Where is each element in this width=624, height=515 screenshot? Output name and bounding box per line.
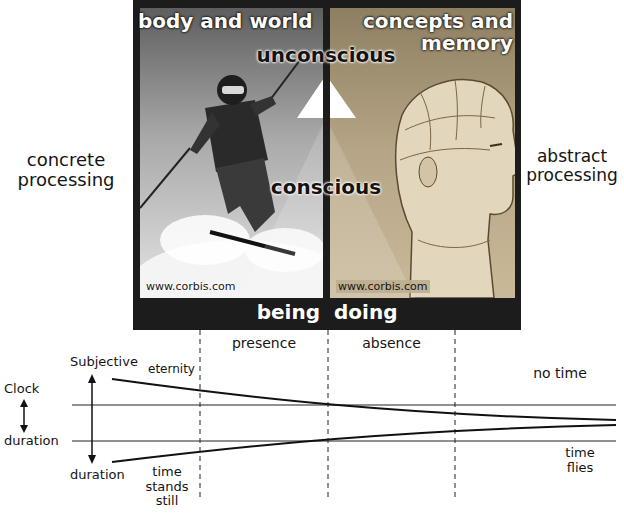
curve-label: time flies (555, 446, 605, 475)
axis-arrow (91, 380, 93, 458)
skier-helmet (217, 75, 247, 105)
arrowhead (88, 455, 96, 464)
axis-label: Clock (4, 382, 64, 397)
watermark: www.corbis.com (146, 281, 256, 293)
clock-arrow (23, 404, 25, 428)
axis-label: duration (70, 468, 136, 483)
phrenology-lines (400, 80, 495, 160)
ski-pole (140, 148, 190, 208)
skier-arm (190, 112, 220, 154)
region-label: body and world (138, 10, 323, 32)
curve-label: eternity (146, 363, 198, 376)
time-chart (20, 330, 616, 500)
skier-arm (250, 96, 276, 116)
dashed-divider (455, 330, 456, 500)
arrowhead (20, 425, 28, 433)
curve-label: time stands still (140, 465, 194, 509)
subjective-curve (112, 379, 616, 420)
curve-label: no time (515, 366, 605, 382)
skier-legs (216, 158, 275, 232)
label-patch: eternity (146, 362, 197, 376)
level-label: unconscious (241, 44, 411, 66)
mode-label: being (200, 301, 320, 323)
ear (419, 157, 437, 187)
arrowhead (88, 374, 96, 383)
eye (490, 144, 502, 146)
head-profile (396, 80, 515, 298)
clock-band-line (72, 441, 616, 442)
label-patch: www.corbis.com (336, 280, 430, 293)
axis-label: duration (4, 434, 66, 449)
zone-label: absence (330, 336, 453, 352)
side-label: concrete processing (2, 150, 130, 190)
dashed-divider (200, 330, 201, 500)
dashed-divider (328, 330, 329, 500)
skier-goggles (222, 86, 244, 94)
neck-line (418, 240, 490, 248)
zone-label: presence (202, 336, 326, 352)
mode-label: doing (334, 301, 454, 323)
arrowhead (20, 399, 28, 407)
watermark: www.corbis.com (336, 281, 446, 293)
level-label: conscious (250, 176, 402, 198)
subjective-curve (112, 425, 616, 462)
side-label: abstract processing (522, 147, 622, 185)
